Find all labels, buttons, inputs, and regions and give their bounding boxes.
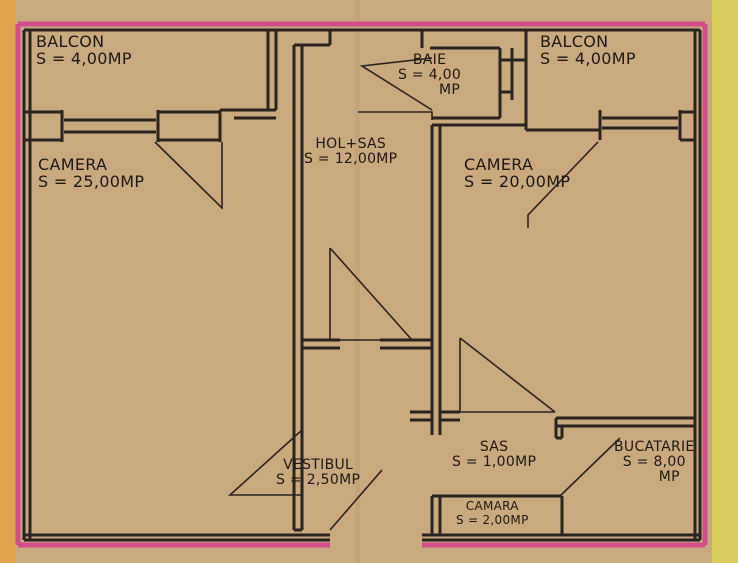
room-area-line2: MP — [438, 82, 461, 98]
left-neighbor-strip — [0, 0, 16, 563]
room-area: S = 4,00MP — [540, 49, 636, 68]
walls — [22, 28, 702, 542]
room-area-line1: S = 4,00 — [398, 67, 462, 83]
room-area-line1: S = 8,00 — [622, 454, 686, 470]
room-label-vestibul: VESTIBUL S = 2,50MP — [276, 458, 360, 488]
room-name: CAMARA — [465, 499, 519, 513]
room-area: S = 20,00MP — [464, 172, 571, 191]
room-label-hol-sas: HOL+SAS S = 12,00MP — [304, 137, 397, 167]
room-label-bucatarie: BUCATARIE S = 8,00 MP — [614, 440, 695, 485]
room-name: BALCON — [540, 32, 609, 51]
room-name: BALCON — [36, 32, 105, 51]
room-name: VESTIBUL — [283, 457, 354, 473]
room-area: S = 4,00MP — [36, 49, 132, 68]
room-label-sas: SAS S = 1,00MP — [452, 440, 536, 470]
room-label-baie: BAIE S = 4,00 MP — [398, 53, 461, 98]
room-area: S = 1,00MP — [452, 454, 537, 470]
room-label-camera-right: CAMERA S = 20,00MP — [464, 156, 570, 190]
room-name: BUCATARIE — [614, 439, 695, 455]
apartment-boundary — [15, 21, 708, 548]
room-name: CAMERA — [464, 155, 534, 174]
paper-fold-shadow — [355, 0, 360, 563]
room-name: SAS — [479, 439, 509, 455]
room-area: S = 2,50MP — [276, 472, 361, 488]
room-label-balcon-left: BALCON S = 4,00MP — [36, 33, 132, 67]
room-label-balcon-right: BALCON S = 4,00MP — [540, 33, 636, 67]
room-area: S = 25,00MP — [38, 172, 145, 191]
right-neighbor-strip — [712, 0, 738, 563]
room-label-camera-left: CAMERA S = 25,00MP — [38, 156, 144, 190]
room-name: HOL+SAS — [315, 136, 387, 152]
room-name: BAIE — [412, 52, 447, 68]
room-name: CAMERA — [38, 155, 108, 174]
room-area: S = 2,00MP — [456, 513, 529, 527]
door-swings — [154, 57, 621, 531]
room-area: S = 12,00MP — [304, 151, 398, 167]
room-label-camara: CAMARA S = 2,00MP — [456, 499, 529, 527]
room-area-line2: MP — [658, 469, 680, 485]
